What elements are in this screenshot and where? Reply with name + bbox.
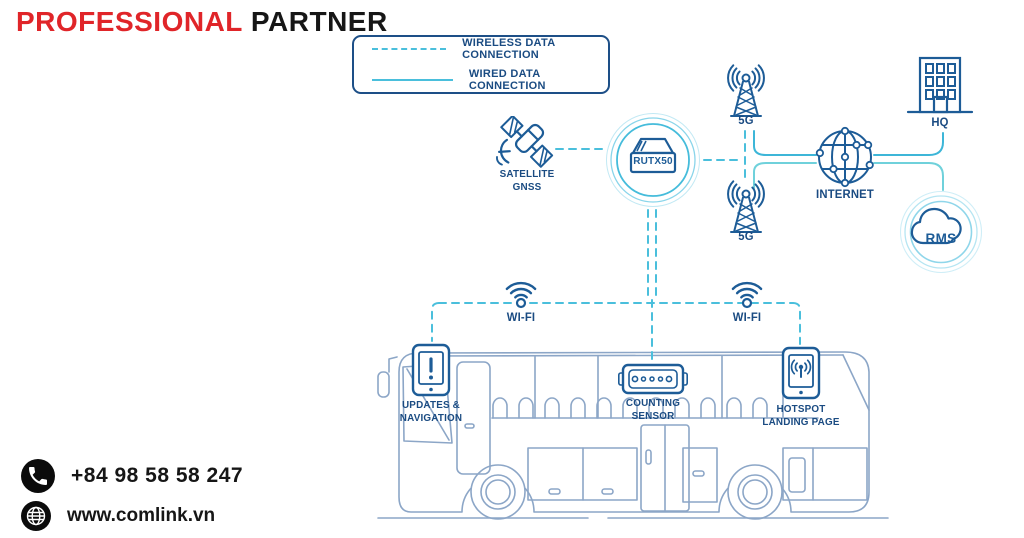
contact-phone-row: +84 98 58 58 247 [21,459,243,493]
website-url: www.comlink.vn [67,505,216,526]
contact-website-row: www.comlink.vn [21,501,243,531]
satellite-label: SATELLITE GNSS [487,168,568,193]
updates-navigation-label: UPDATES & NAVIGATION [389,399,474,424]
internet-label: INTERNET [816,187,874,201]
bus-rear-wheel [727,464,783,520]
satellite-label-line2: GNSS [512,180,542,193]
link-to-updates-tablet [431,302,440,342]
phone-icon [21,459,55,493]
sensor-label-line2: SENSOR [631,409,675,422]
wireless-label: WIRELESS DATA CONNECTION [462,37,556,61]
bus-rear-panel [782,447,868,501]
wired-label: WIRED DATA CONNECTION [468,68,546,92]
wifi-left-icon [505,281,537,309]
hotspot-label-line2: LANDING PAGE [762,415,840,428]
legend-row-wireless: WIRELESS DATA CONNECTION [372,37,608,61]
rms-text: RMS [925,231,957,246]
wired-links [753,130,944,191]
router-name-text: RUTX50 [633,156,673,167]
satellite-gnss-icon [496,116,554,168]
wireless-line-sample [372,48,447,50]
hotspot-tablet-icon [781,346,821,400]
5g-tower-top-icon [727,64,765,117]
phone-number: +84 98 58 58 247 [71,464,244,487]
bus-rear-window [842,354,870,411]
internet-globe-icon [815,126,874,188]
hotspot-label: HOTSPOT LANDING PAGE [754,403,848,428]
legend-box: WIRELESS DATA CONNECTION WIRED DATA CONN… [352,35,610,94]
rms-cloud-icon [899,190,983,274]
hq-label: HQ [931,115,949,129]
rutx50-router-icon [606,113,700,207]
wired-line-sample [372,79,453,81]
5g-tower-bottom-icon [727,180,765,233]
contact-block: +84 98 58 58 247 www.comlink.vn [21,459,243,538]
wireless-links [431,130,801,361]
counting-sensor-icon [618,363,688,395]
tower-bottom-label: 5G [738,229,754,243]
hotspot-label-line1: HOTSPOT [776,403,826,415]
globe-icon [21,501,51,531]
bus-illustration [377,351,889,520]
legend-row-wired: WIRED DATA CONNECTION [372,68,608,92]
bus-front-wheel [470,464,526,520]
wifi-right-label: WI-FI [732,310,762,324]
brand-word-professional: PROFESSIONAL [16,6,243,37]
link-to-hotspot-tablet [792,302,801,345]
updates-navigation-tablet-icon [411,343,451,397]
bus-front-door [456,361,491,475]
counting-sensor-label: COUNTING SENSOR [611,397,696,422]
updates-label-line2: NAVIGATION [399,411,463,424]
brand-word-partner: PARTNER [250,6,388,37]
updates-label-line1: UPDATES & [401,399,460,411]
satellite-label-line1: SATELLITE [499,168,555,180]
hq-building-icon [906,56,974,114]
bus-seats [492,397,768,419]
sensor-label-line1: COUNTING [625,397,681,409]
wifi-left-label: WI-FI [506,310,536,324]
tower-top-label: 5G [738,113,754,127]
link-router-down [647,209,657,297]
connection-lines [431,130,944,361]
wifi-right-icon [731,281,763,309]
bus-rear-bay [682,447,718,503]
bus-mirror [377,371,390,398]
bus-body-outline [398,351,870,513]
